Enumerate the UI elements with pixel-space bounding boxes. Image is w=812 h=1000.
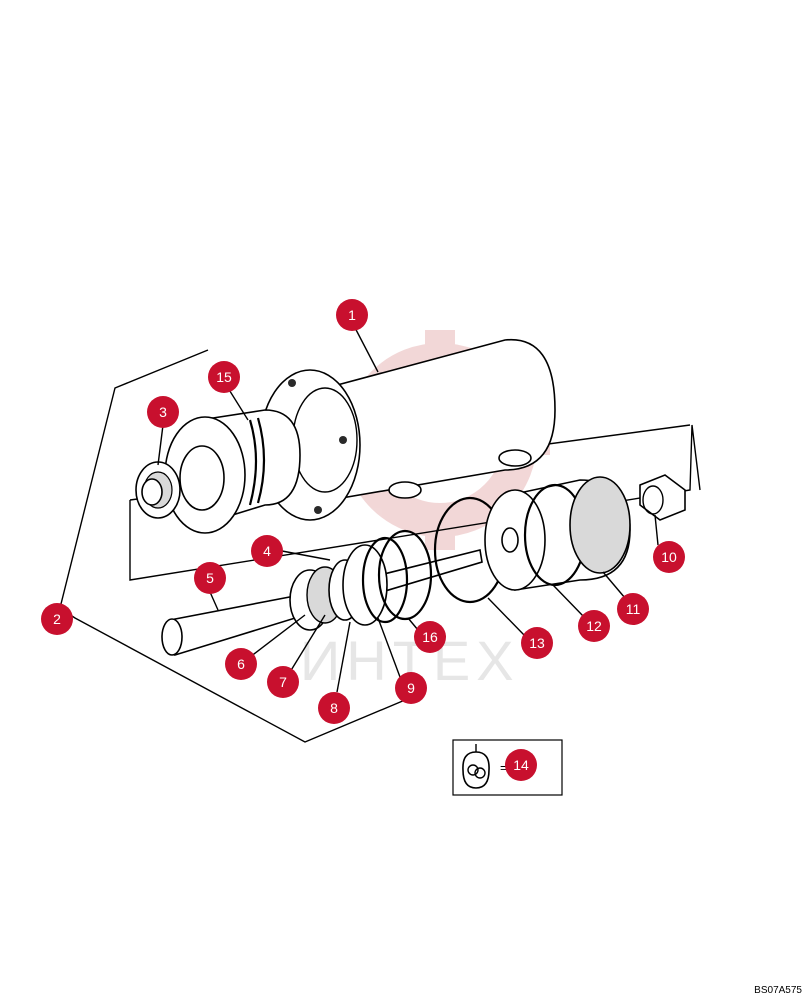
callout-circle-4 [251, 535, 283, 567]
callout-circle-14 [505, 749, 537, 781]
callout-circle-1 [336, 299, 368, 331]
callout-label-14: 14 [513, 757, 529, 773]
callout-circle-12 [578, 610, 610, 642]
callout-circle-2 [41, 603, 73, 635]
drawing-reference-code: BS07A575 [754, 985, 802, 996]
callout-label-3: 3 [159, 404, 167, 420]
callout-label-4: 4 [263, 543, 271, 559]
callout-label-11: 11 [626, 601, 641, 617]
callout-label-9: 9 [407, 680, 415, 696]
seal-kit-bag-icon [462, 744, 490, 789]
lock-nut [639, 474, 686, 521]
callout-circle-6 [225, 648, 257, 680]
callout-label-16: 16 [422, 629, 438, 645]
callout-circle-15 [208, 361, 240, 393]
callout-circle-8 [318, 692, 350, 724]
callout-circle-5 [194, 562, 226, 594]
callout-circle-16 [414, 621, 446, 653]
callout-circle-7 [267, 666, 299, 698]
callout-label-2: 2 [53, 611, 61, 627]
callout-label-6: 6 [237, 656, 245, 672]
callout-label-12: 12 [586, 618, 602, 634]
callout-label-5: 5 [206, 570, 214, 586]
callout-label-7: 7 [279, 674, 287, 690]
callout-label-1: 1 [348, 307, 356, 323]
callout-label-15: 15 [216, 369, 232, 385]
callout-circle-11 [617, 593, 649, 625]
o-ring [377, 529, 433, 621]
callout-circle-3 [147, 396, 179, 428]
piston [484, 476, 631, 591]
callout-label-8: 8 [330, 700, 338, 716]
rod-seals [289, 536, 409, 631]
callout-circle-10 [653, 541, 685, 573]
callout-circle-9 [395, 672, 427, 704]
cylinder-head [164, 409, 301, 534]
wiper-seal [135, 461, 181, 519]
callout-circle-13 [521, 627, 553, 659]
kit-equals-sign: = [500, 760, 508, 775]
callout-label-13: 13 [529, 635, 545, 651]
callout-label-10: 10 [661, 549, 677, 565]
